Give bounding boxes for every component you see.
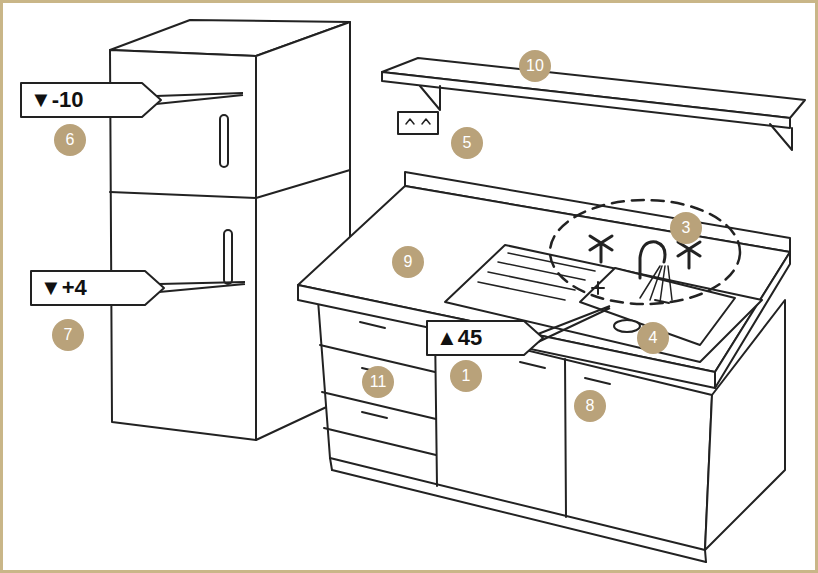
tag-shape bbox=[21, 83, 161, 117]
callout-number: 5 bbox=[463, 135, 472, 151]
callout-number: 7 bbox=[64, 327, 73, 343]
tap bbox=[590, 236, 612, 262]
faucet bbox=[640, 242, 665, 278]
plus-minus-sign bbox=[592, 282, 669, 303]
callout-circle: 5 bbox=[451, 127, 483, 159]
fridge-handle bbox=[220, 115, 228, 167]
tag-text: ▲45 bbox=[426, 320, 544, 356]
callout-circle: 11 bbox=[362, 366, 394, 398]
drainboard-ridge bbox=[498, 262, 585, 280]
shelf-bracket bbox=[770, 124, 792, 150]
callout-number: 6 bbox=[66, 132, 75, 148]
callout-number: 4 bbox=[649, 330, 658, 346]
dashed-highlight bbox=[550, 200, 740, 304]
tag-shape bbox=[31, 271, 164, 305]
shelf-bracket bbox=[420, 86, 440, 110]
plinth bbox=[332, 470, 706, 562]
drawer-line bbox=[324, 428, 436, 455]
callout-circle: 10 bbox=[519, 50, 551, 82]
callout-number: 11 bbox=[370, 374, 387, 390]
tag-text: ▼+4 bbox=[30, 270, 165, 306]
plinth bbox=[330, 458, 332, 470]
callout-number: 8 bbox=[586, 398, 595, 414]
callout-number: 1 bbox=[462, 368, 471, 384]
callout-number: 9 bbox=[404, 254, 413, 270]
temperature-tag: ▼+4 bbox=[30, 270, 165, 306]
callout-circle: 3 bbox=[670, 212, 702, 244]
callout-number: 3 bbox=[682, 220, 691, 236]
shelf-edge bbox=[382, 72, 790, 128]
power-outlet bbox=[398, 112, 438, 134]
fridge-divider bbox=[256, 170, 350, 198]
door-handle bbox=[520, 362, 545, 368]
callout-circle: 8 bbox=[574, 390, 606, 422]
callout-circle: 1 bbox=[450, 360, 482, 392]
callout-number: 10 bbox=[526, 58, 544, 74]
leader-line bbox=[156, 93, 243, 104]
drain bbox=[614, 320, 640, 332]
tag-text: ▼-10 bbox=[20, 82, 162, 118]
temperature-tag: ▼-10 bbox=[20, 82, 162, 118]
leader-lines bbox=[156, 93, 610, 342]
drawer-handle bbox=[362, 412, 387, 418]
cabinet-division bbox=[565, 359, 566, 517]
tag-shape bbox=[427, 321, 543, 355]
tap bbox=[678, 242, 700, 268]
plinth bbox=[705, 550, 706, 562]
callout-circle: 4 bbox=[637, 322, 669, 354]
leader-line bbox=[538, 306, 610, 342]
cabinet-front bbox=[318, 300, 712, 550]
leader-line bbox=[159, 282, 245, 292]
fridge-divider bbox=[110, 192, 256, 198]
door-handle bbox=[585, 378, 610, 384]
callout-circle: 7 bbox=[52, 319, 84, 351]
temperature-tag: ▲45 bbox=[426, 320, 544, 356]
drawer-handle bbox=[360, 322, 385, 328]
callout-circle: 6 bbox=[54, 124, 86, 156]
fridge-handle bbox=[224, 230, 232, 284]
outlet-socket bbox=[406, 119, 430, 124]
callout-circle: 9 bbox=[392, 246, 424, 278]
water-stream bbox=[640, 266, 672, 302]
